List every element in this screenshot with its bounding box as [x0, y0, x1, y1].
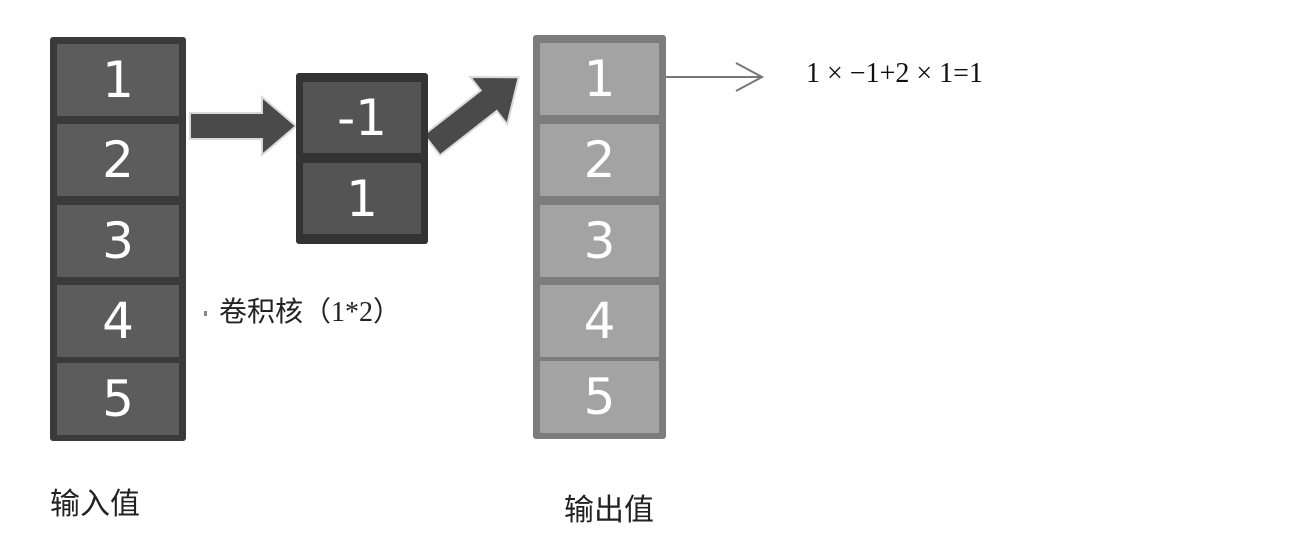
kernel-label-dim: 1*2: [331, 297, 374, 328]
output-label: 输出值: [564, 493, 654, 528]
input-label: 输入值: [50, 487, 140, 522]
convolution-formula: 1 × −1+2 × 1=1: [806, 58, 983, 89]
output-cell-5: 5: [540, 361, 659, 433]
output-cell-2: 2: [540, 124, 659, 196]
output-cell-3: 3: [540, 205, 659, 277]
kernel-label-close: ）: [373, 295, 402, 328]
kernel-cell-1: -1: [303, 82, 421, 153]
kernel-column: -1 1: [296, 73, 428, 244]
result-pointer-head: [735, 62, 765, 92]
kernel-cell-2: 1: [303, 163, 421, 234]
input-cell-3: 3: [57, 205, 179, 277]
kernel-to-output-arrow: [422, 76, 520, 157]
input-cell-1: 1: [57, 44, 179, 116]
kernel-label-marker: [204, 311, 207, 316]
output-cell-1: 1: [540, 43, 659, 115]
input-to-kernel-arrow: [189, 94, 298, 158]
input-cell-5: 5: [57, 363, 179, 435]
input-column: 1 2 3 4 5: [50, 37, 186, 441]
output-column: 1 2 3 4 5: [533, 35, 666, 439]
kernel-label: 卷积核（1*2）: [219, 290, 401, 330]
input-cell-4: 4: [57, 285, 179, 357]
output-cell-4: 4: [540, 285, 659, 357]
kernel-label-text: 卷积核（: [219, 295, 332, 328]
input-cell-2: 2: [57, 124, 179, 196]
